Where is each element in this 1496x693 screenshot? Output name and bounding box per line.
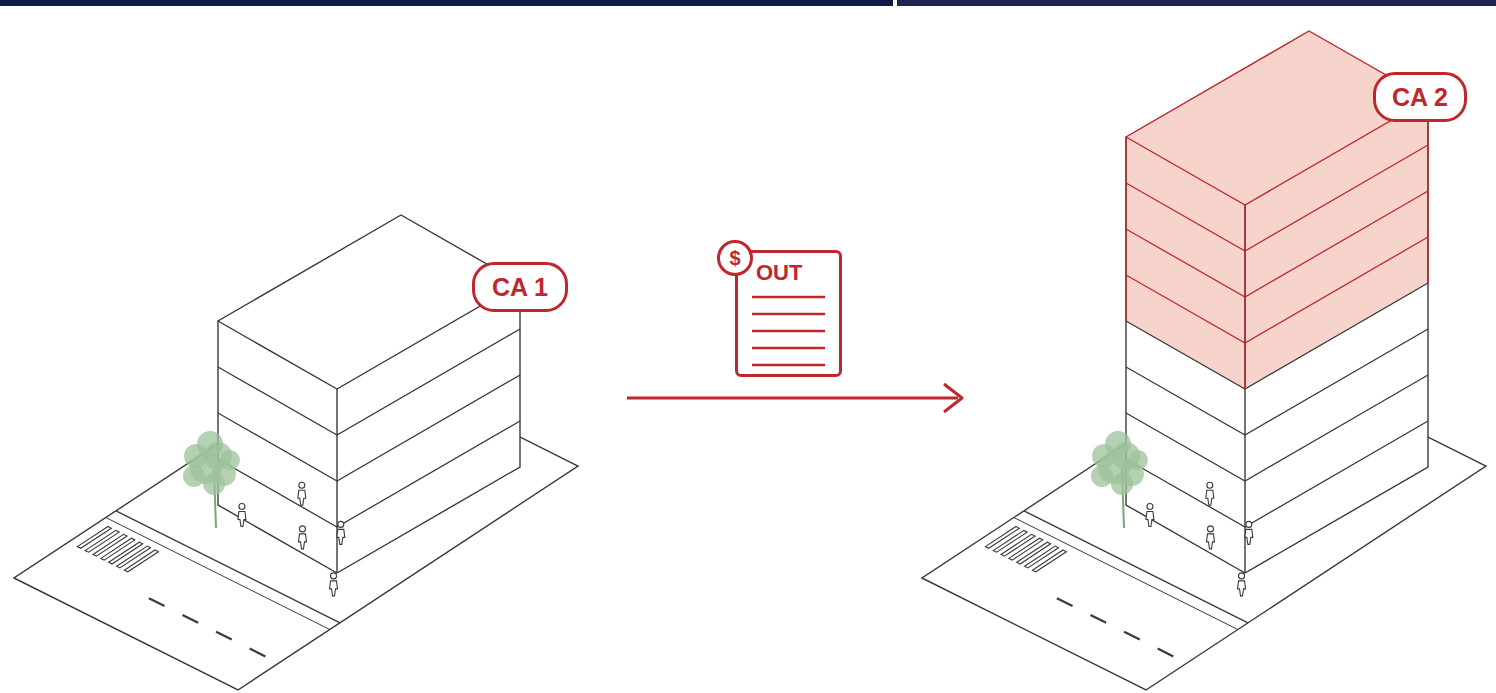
- added-edge: [1244, 205, 1245, 389]
- label-tag: CA 2: [1373, 72, 1467, 122]
- text-line: [752, 330, 825, 333]
- tree-canopy: [220, 450, 240, 470]
- text-line: [752, 296, 825, 299]
- floor-line: [1126, 237, 1428, 343]
- pedestrian: [1246, 521, 1252, 527]
- floor-line: [1126, 329, 1428, 435]
- pedestrian: [1207, 526, 1213, 532]
- pedestrian: [1146, 511, 1154, 526]
- lane-dash: [250, 649, 266, 657]
- pedestrian: [338, 521, 344, 527]
- node-text: OUT: [756, 260, 802, 286]
- pedestrian: [1245, 529, 1253, 544]
- lane-dash: [149, 598, 165, 606]
- added-edge: [1427, 99, 1428, 283]
- crosswalk-stripe: [1032, 550, 1066, 572]
- floor-line: [1126, 191, 1428, 297]
- lane-dash: [1158, 649, 1174, 657]
- pedestrian: [239, 503, 245, 509]
- pedestrian: [1147, 503, 1153, 509]
- invoice-document: OUT: [735, 250, 842, 377]
- floor-line: [1126, 145, 1428, 251]
- floor-line: [218, 329, 520, 435]
- text-line: [752, 313, 825, 316]
- lane-dash: [1057, 598, 1073, 606]
- tree-canopy: [183, 465, 205, 487]
- lane-dash: [1090, 615, 1106, 623]
- pedestrian: [238, 511, 246, 526]
- transfer-arrow: [627, 384, 962, 412]
- node-text: $: [729, 247, 740, 270]
- tree-canopy: [1128, 450, 1148, 470]
- lane-dash: [1124, 632, 1140, 640]
- pedestrian: [337, 529, 345, 544]
- label-tag: CA 1: [472, 262, 568, 312]
- text-line: [752, 347, 825, 350]
- pedestrian: [1239, 573, 1245, 579]
- building-edge: [1244, 205, 1245, 573]
- pedestrian: [1206, 490, 1214, 505]
- pedestrian: [299, 526, 305, 532]
- tree-canopy: [1105, 431, 1131, 457]
- building: [218, 215, 520, 573]
- pedestrian: [299, 482, 305, 488]
- tree-canopy: [1091, 465, 1113, 487]
- dollar-badge: $: [717, 240, 753, 276]
- floor-line: [1126, 421, 1428, 527]
- scene: [14, 31, 1486, 690]
- node-text: CA 1: [492, 273, 548, 302]
- floor-line: [218, 375, 520, 481]
- building-outline: [1126, 99, 1428, 573]
- building-outline: [218, 283, 520, 573]
- building-edge: [336, 389, 337, 573]
- tree-canopy: [197, 431, 223, 457]
- node-text: CA 2: [1392, 83, 1448, 112]
- pedestrian: [1206, 534, 1214, 549]
- floor-line: [1126, 375, 1428, 481]
- floor-line: [218, 421, 520, 527]
- added-edge: [1125, 137, 1126, 321]
- tree-canopy: [1111, 473, 1133, 495]
- floor-line: [1126, 283, 1428, 389]
- lane-dash: [216, 632, 232, 640]
- pedestrian: [298, 534, 306, 549]
- pedestrian: [298, 490, 306, 505]
- top-bar: [897, 0, 1496, 6]
- pedestrian: [1207, 482, 1213, 488]
- pedestrian: [330, 581, 338, 596]
- crosswalk-stripe: [124, 550, 158, 572]
- top-bar: [0, 0, 893, 6]
- lane-dash: [182, 615, 198, 623]
- pedestrian: [1238, 581, 1246, 596]
- pedestrian: [331, 573, 337, 579]
- text-line: [752, 364, 825, 367]
- tree-canopy: [203, 473, 225, 495]
